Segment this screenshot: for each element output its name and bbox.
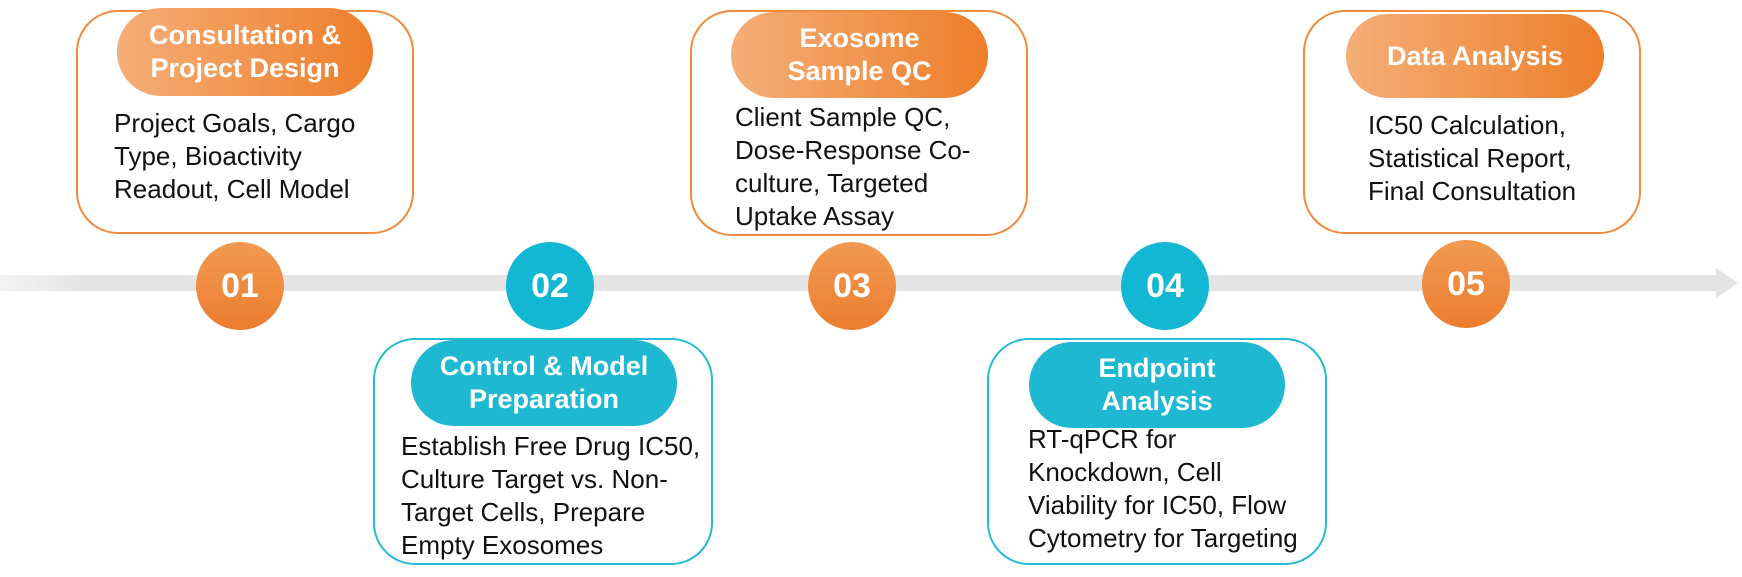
step-03-title: Exosome Sample QC — [731, 12, 988, 98]
step-05-description: IC50 Calculation, Statistical Report, Fi… — [1368, 110, 1577, 206]
step-02-title: Control & Model Preparation — [411, 340, 677, 426]
step-04-description: RT-qPCR for Knockdown, Cell Viability fo… — [1028, 424, 1298, 553]
arrow-right-icon — [1716, 268, 1738, 298]
step-04-title: Endpoint Analysis — [1029, 342, 1285, 428]
step-05-title: Data Analysis — [1346, 14, 1604, 98]
step-01-number: 01 — [196, 242, 284, 330]
step-05-number: 05 — [1422, 240, 1510, 328]
step-02-number: 02 — [506, 242, 594, 330]
step-01-description: Project Goals, Cargo Type, Bioactivity R… — [114, 108, 356, 204]
step-03-number: 03 — [808, 242, 896, 330]
step-03-description: Client Sample QC, Dose-Response Co- cult… — [735, 102, 971, 231]
step-04-number: 04 — [1121, 242, 1209, 330]
step-02-description: Establish Free Drug IC50, Culture Target… — [401, 431, 701, 560]
step-01-title: Consultation & Project Design — [117, 8, 373, 96]
